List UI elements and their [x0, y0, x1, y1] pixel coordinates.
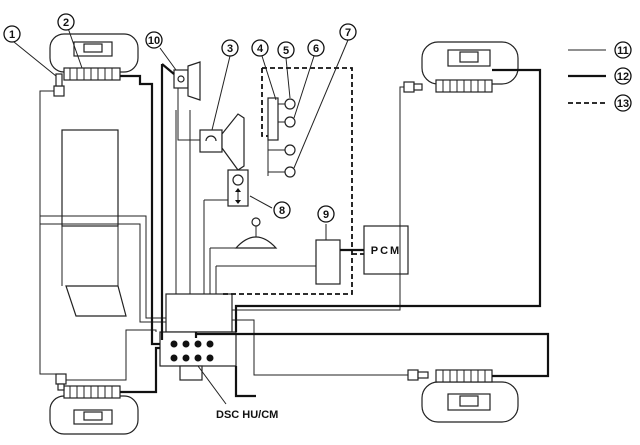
warning-lights	[267, 97, 296, 178]
thin-wiring	[39, 86, 408, 381]
svg-text:9: 9	[323, 209, 329, 221]
callout-8: 8	[273, 201, 291, 219]
pcm-module: PCM	[363, 225, 409, 275]
callout-11: 11	[614, 41, 632, 59]
dsc-hu-cm-unit	[159, 293, 237, 381]
callout-5: 5	[277, 41, 295, 59]
svg-text:2: 2	[63, 17, 69, 29]
brake-switch	[173, 61, 201, 101]
svg-text:5: 5	[283, 45, 289, 57]
callout-9: 9	[317, 205, 335, 223]
yaw-rate-lateral-g-sensor	[227, 169, 249, 207]
sensor-box-9	[315, 239, 341, 285]
svg-text:6: 6	[313, 43, 319, 55]
wheel-speed-sensor-fr	[403, 81, 415, 93]
callout-10: 10	[145, 31, 163, 49]
svg-text:8: 8	[279, 205, 285, 217]
wheel-rear-right	[407, 369, 519, 423]
thick-wiring	[120, 63, 550, 398]
wheel-front-left	[49, 33, 139, 97]
callout-leaders	[13, 27, 349, 240]
wheel-rear-left	[49, 373, 139, 435]
svg-text:13: 13	[617, 98, 629, 110]
steering-angle-sensor	[199, 113, 245, 171]
svg-text:11: 11	[617, 45, 629, 57]
gear-lever	[234, 217, 278, 249]
svg-text:12: 12	[617, 71, 629, 83]
svg-text:3: 3	[227, 43, 233, 55]
callout-1: 1	[3, 25, 21, 43]
svg-text:PCM: PCM	[371, 245, 401, 257]
callout-7: 7	[339, 23, 357, 41]
dashed-wiring	[222, 67, 364, 295]
callout-3: 3	[221, 39, 239, 57]
brake-booster-master-cylinder	[61, 129, 127, 317]
svg-text:7: 7	[345, 27, 351, 39]
wheel-speed-sensor-fl	[53, 85, 65, 97]
legend: 11 12 13	[568, 41, 632, 112]
wheel-speed-sensor-rl	[55, 373, 67, 385]
callout-13: 13	[614, 94, 632, 112]
dsc-hu-cm-label: DSC HU/CM	[216, 409, 278, 421]
abs-sensor-rotor-fl	[63, 67, 121, 81]
callout-4: 4	[251, 39, 269, 57]
svg-text:1: 1	[9, 29, 15, 41]
callout-6: 6	[307, 39, 325, 57]
callout-12: 12	[614, 67, 632, 85]
svg-text:4: 4	[257, 43, 264, 55]
wheel-front-right	[403, 41, 519, 93]
wheel-speed-sensor-rr	[407, 369, 419, 381]
svg-text:10: 10	[148, 35, 160, 47]
callout-2: 2	[57, 13, 75, 31]
